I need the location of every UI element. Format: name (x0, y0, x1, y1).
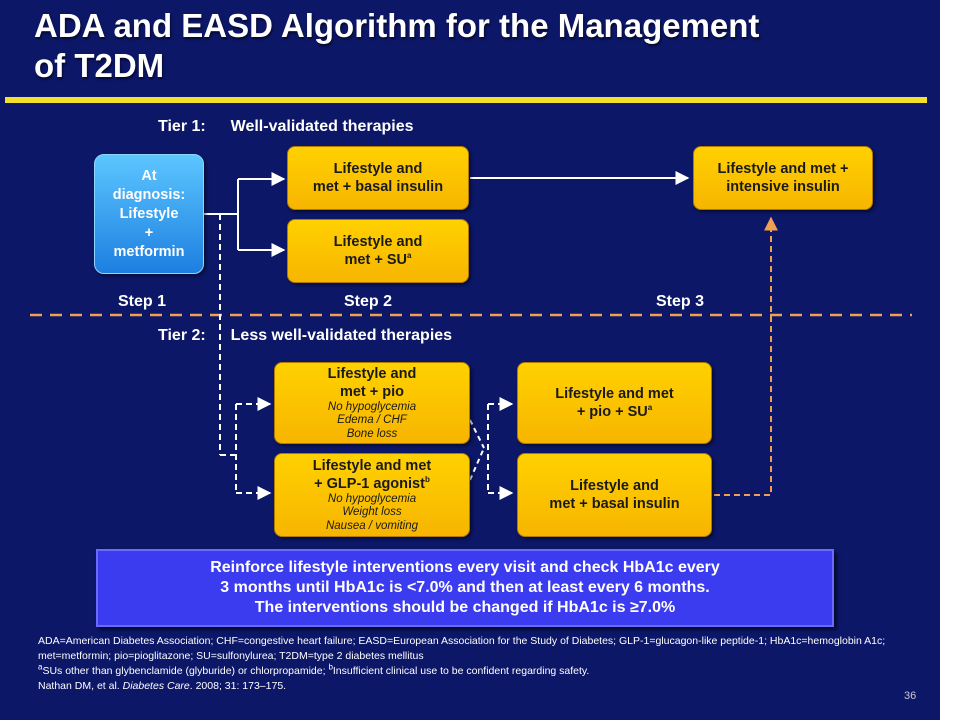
tier2-text: Less well-validated therapies (230, 327, 453, 344)
banner-line-3: The interventions should be changed if H… (254, 599, 676, 616)
note-b-text: Insufficient clinical use to be confiden… (332, 665, 590, 677)
t2-pio-line-2: met + pio (339, 383, 405, 400)
note-a-mark: a (38, 662, 43, 672)
box-t1-met-basal-insulin: Lifestyle and met + basal insulin (287, 146, 469, 210)
t1-intensive-line-2: intensive insulin (726, 179, 840, 195)
t2-pio-line-1: Lifestyle and (327, 365, 417, 382)
t2-glp1-note-3: Nausea / vomiting (325, 519, 419, 532)
box-t1-met-intensive-insulin: Lifestyle and met + intensive insulin (693, 146, 873, 210)
t2-basal-line-1: Lifestyle and (570, 478, 659, 494)
diagnosis-line-3: Lifestyle (119, 205, 179, 222)
t2-glp1-note-2: Weight loss (342, 506, 402, 519)
tier1-label: Tier 1: (158, 118, 206, 135)
t2-basal-line-2: met + basal insulin (549, 496, 680, 512)
step1-label: Step 1 (118, 293, 167, 310)
t2-pio-su-line-1: Lifestyle and met (555, 386, 674, 402)
t2-glp1-note-1: No hypoglycemia (327, 492, 417, 505)
t1-su-footnote-mark: a (407, 251, 412, 261)
title-line-2: of T2DM (34, 47, 165, 84)
box-t1-met-su: Lifestyle and met + SUa (287, 219, 469, 283)
tier2-label: Tier 2: (158, 327, 206, 344)
t1-basal-line-2: met + basal insulin (312, 179, 444, 195)
reinforce-lifestyle-banner: Reinforce lifestyle interventions every … (96, 549, 834, 627)
arrow-escalate-to-intensive (714, 216, 778, 496)
t1-su-line-2: met + SU (344, 252, 407, 268)
citation-journal: Diabetes Care (122, 680, 190, 692)
box-t2-met-pio: Lifestyle and met + pio No hypoglycemia … (274, 362, 470, 444)
superscript-notes: aSUs other than glybenclamide (glyburide… (38, 662, 918, 679)
t2-glp1-footnote-mark: b (424, 474, 430, 484)
t1-intensive-line-1: Lifestyle and met + (717, 161, 849, 177)
t2-pio-note-2: Edema / CHF (337, 414, 407, 427)
abbreviations-note: ADA=American Diabetes Association; CHF=c… (38, 635, 886, 662)
title-underline (5, 97, 927, 103)
tier1-heading: Tier 1: Well-validated therapies (158, 118, 414, 136)
tier2-heading: Tier 2: Less well-validated therapies (158, 327, 452, 345)
diagnosis-line-5: metformin (113, 243, 185, 260)
tier1-text: Well-validated therapies (230, 118, 414, 135)
step3-label: Step 3 (656, 293, 705, 310)
diagnosis-line-1: At (141, 167, 157, 184)
title-line-1: ADA and EASD Algorithm for the Managemen… (34, 7, 760, 44)
box-t2-met-basal-insulin: Lifestyle and met + basal insulin (517, 453, 712, 537)
t1-su-line-1: Lifestyle and (333, 234, 423, 250)
citation-authors: Nathan DM, et al. (38, 680, 123, 692)
t2-glp1-line-1: Lifestyle and met (312, 457, 432, 474)
citation-details: . 2008; 31: 173–175. (189, 680, 287, 692)
page-number: 36 (904, 690, 917, 702)
note-b-mark: b (328, 662, 333, 672)
t2-pio-su-line-2: + pio + SU (576, 404, 648, 420)
footnotes: ADA=American Diabetes Association; CHF=c… (38, 634, 918, 694)
diagnosis-line-2: diagnosis: (112, 186, 186, 203)
t2-pio-note-1: No hypoglycemia (327, 400, 417, 413)
flow-connectors (30, 171, 912, 500)
t2-pio-note-3: Bone loss (346, 427, 398, 440)
diagnosis-line-4: + (144, 224, 154, 241)
banner-line-2: 3 months until HbA1c is <7.0% and then a… (220, 579, 710, 596)
cross-glp1-to-piosu (469, 447, 485, 481)
note-a-text: SUs other than glybenclamide (glyburide)… (42, 665, 329, 677)
t2-pio-su-footnote-mark: a (647, 403, 653, 413)
window-margin (940, 0, 960, 720)
cross-pio-to-basal (469, 419, 485, 449)
box-t2-met-pio-su: Lifestyle and met + pio + SUa (517, 362, 712, 444)
box-t2-met-glp1-agonist: Lifestyle and met + GLP-1 agonistb No hy… (274, 453, 470, 537)
t1-basal-line-1: Lifestyle and (333, 161, 423, 177)
step2-label: Step 2 (344, 293, 393, 310)
box-at-diagnosis: At diagnosis: Lifestyle + metformin (94, 154, 204, 274)
citation: Nathan DM, et al. Diabetes Care. 2008; 3… (38, 679, 918, 694)
slide-title: ADA and EASD Algorithm for the Managemen… (34, 6, 924, 86)
t2-glp1-line-2: + GLP-1 agonist (314, 475, 425, 492)
banner-line-1: Reinforce lifestyle interventions every … (210, 559, 720, 576)
